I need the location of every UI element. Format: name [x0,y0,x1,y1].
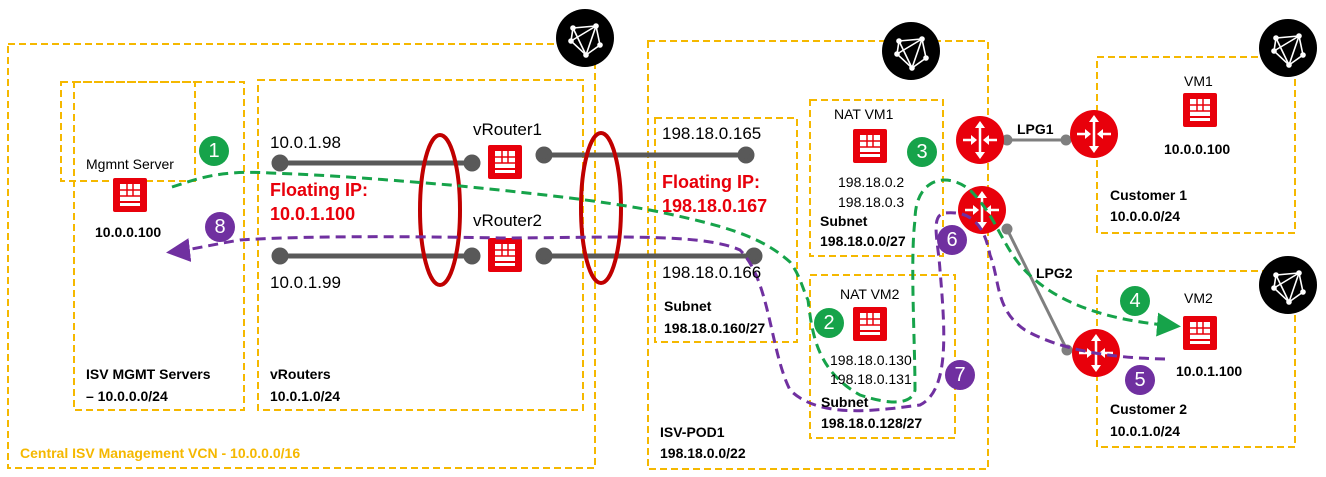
step-badge-6: 6 [937,225,967,255]
edge-subnet-label-2: 198.18.0.160/27 [664,320,766,336]
vm-icon-vrouter2 [487,237,523,273]
nat1-subnet-label-2: 198.18.0.0/27 [820,233,906,249]
lpg2-label: LPG2 [1036,265,1073,281]
mgmt-subnet-label-2: – 10.0.0.0/24 [86,388,168,404]
central-vcn-label: Central ISV Management VCN - 10.0.0.0/16 [20,445,301,461]
customer1-label-1: Customer 1 [1110,187,1188,203]
network-icon-pod [881,21,941,81]
floating-ip-central: 10.0.1.100 [270,204,356,224]
vm-icon-nat2 [852,306,888,342]
vrouter1-name: vRouter1 [473,120,542,139]
isv-pod-label-1: ISV-POD1 [660,424,725,440]
edge-subnet-label-1: Subnet [664,298,712,314]
nat1-name: NAT VM1 [834,106,894,122]
step-badge-2: 2 [814,308,844,338]
nat2-name: NAT VM2 [840,286,900,302]
vm2-ip: 10.0.1.100 [1176,363,1243,379]
step-badge-4: 4 [1120,286,1150,316]
vm2-name: VM2 [1184,290,1213,306]
floating-ip-label-pod: Floating IP: [662,172,760,192]
vm-icon-nat1 [852,128,888,164]
flow-response-path [166,211,1166,413]
flow-request-path [171,170,1181,404]
vm-icon-vrouter1 [487,144,523,180]
nat1-subnet-box [809,99,944,257]
vm1-ip: 10.0.0.100 [1164,141,1231,157]
customer2-label-1: Customer 2 [1110,401,1188,417]
vrouter-ha-ellipse-right [579,131,623,285]
nat1-ip1: 198.18.0.2 [838,174,905,190]
nat1-subnet-label-1: Subnet [820,213,868,229]
edge-ip-bottom: 198.18.0.166 [662,263,762,282]
step-badge-8: 8 [205,212,235,242]
lpg1-label: LPG1 [1017,121,1054,137]
mgmt-server-ip: 10.0.0.100 [95,224,162,240]
nat2-ip1: 198.18.0.130 [830,352,912,368]
vrouter-ip-top: 10.0.1.98 [270,133,341,152]
nat2-subnet-label-1: Subnet [821,394,869,410]
vm-icon-vm2 [1182,315,1218,351]
router-icon-lpg1-customer [1068,108,1120,160]
vm-icon-mgmt-server [112,177,148,213]
network-icon-central [555,8,615,68]
nat2-ip2: 198.18.0.131 [830,371,912,387]
isv-pod-label-2: 198.18.0.0/22 [660,445,746,461]
vrouter-ip-bottom: 10.0.1.99 [270,273,341,292]
vm-icon-vm1 [1182,92,1218,128]
nat2-subnet-label-2: 198.18.0.128/27 [821,415,923,431]
mgmt-subnet-box-main [73,81,245,411]
step-badge-3: 3 [907,137,937,167]
router-icon-lpg2-pod [956,184,1008,236]
floating-ip-label-central: Floating IP: [270,180,368,200]
step-badge-5: 5 [1125,365,1155,395]
router-icon-lpg1-pod [954,114,1006,166]
network-icon-customer2 [1258,255,1318,315]
edge-subnet-box [654,117,798,343]
vrouters-subnet-label-2: 10.0.1.0/24 [270,388,341,404]
nat1-ip2: 198.18.0.3 [838,194,905,210]
customer1-label-2: 10.0.0.0/24 [1110,208,1181,224]
mgmt-server-name: Mgmnt Server [86,156,174,172]
vrouters-subnet-label-1: vRouters [270,366,331,382]
vm1-name: VM1 [1184,73,1213,89]
nat2-subnet-box [809,274,956,439]
mgmt-subnet-label-1: ISV MGMT Servers [86,366,211,382]
step-badge-1: 1 [199,136,229,166]
edge-ip-top: 198.18.0.165 [662,124,762,143]
floating-ip-pod: 198.18.0.167 [662,196,768,216]
vrouter-ha-ellipse-left [418,133,462,287]
step-badge-7: 7 [945,360,975,390]
customer2-label-2: 10.0.1.0/24 [1110,423,1181,439]
network-icon-customer1 [1258,18,1318,78]
vrouter2-name: vRouter2 [473,211,542,230]
